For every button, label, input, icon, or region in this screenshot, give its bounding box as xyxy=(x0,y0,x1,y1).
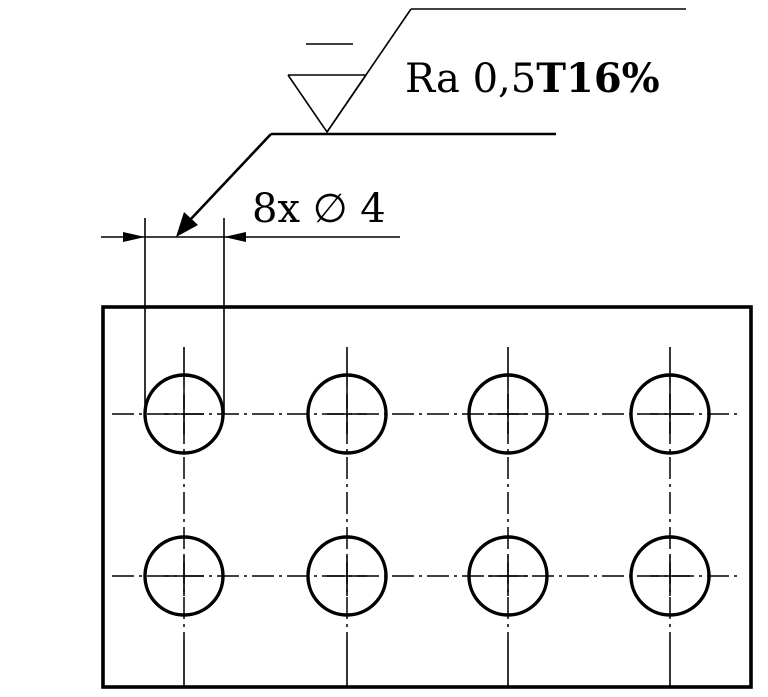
dimension-arrow-right xyxy=(224,232,246,242)
hole-r2c2 xyxy=(306,535,388,617)
center-lines xyxy=(112,347,742,686)
plate-outline xyxy=(101,305,753,689)
dimension-arrow-left xyxy=(123,232,145,242)
hole-r2c4 xyxy=(629,535,711,617)
hole-r2c3 xyxy=(467,535,549,617)
roughness-triangle xyxy=(287,74,368,134)
roughness-tolerance: T16% xyxy=(536,55,659,102)
hole-r1c2 xyxy=(306,373,388,455)
hole-r2c1 xyxy=(143,535,225,617)
diameter-dimension: 8x ∅ 4 xyxy=(101,186,400,414)
leader-arrowhead xyxy=(176,212,198,237)
leader-line xyxy=(176,132,556,237)
roughness-parameter: Ra 0,5 xyxy=(405,56,536,102)
hole-diameter-label: 8x ∅ 4 xyxy=(252,186,386,232)
hole-r1c4 xyxy=(629,373,711,455)
roughness-parameter-text: Ra 0,5T16% xyxy=(405,55,660,102)
surface-roughness-symbol: Ra 0,5T16% xyxy=(287,8,686,134)
hole-grid xyxy=(143,373,711,617)
leader-diagonal xyxy=(189,133,272,221)
hole-r1c3 xyxy=(467,373,549,455)
hole-r1c1 xyxy=(143,373,225,455)
